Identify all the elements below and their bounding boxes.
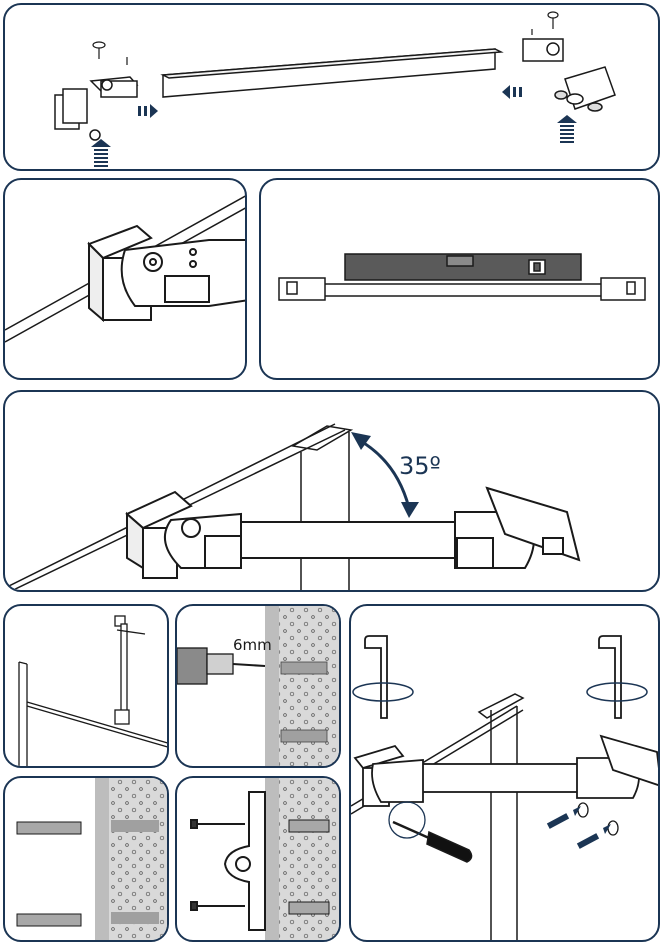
glass-clamp (125, 490, 193, 579)
tile-layer (265, 778, 279, 940)
screw-icon (190, 819, 245, 911)
arrowhead-icon (351, 432, 371, 450)
detail-circle (388, 801, 426, 839)
rotation-arrow-icon (352, 682, 648, 702)
drill-size-label: 6mm (233, 636, 272, 654)
arrowhead-icon (401, 502, 419, 518)
stabilizer-tube (160, 48, 504, 98)
glass-panel (351, 693, 525, 940)
spirit-level-illustration (278, 253, 646, 301)
angle-label: 35º (399, 452, 441, 480)
arrow-up-icon (91, 139, 111, 169)
arrow-icon (546, 806, 611, 849)
panel-bracket-mounting (175, 776, 341, 942)
wall-plugs-illustration (16, 778, 167, 940)
installed-overview-illustration (18, 615, 167, 766)
tightening-illustration (351, 635, 658, 940)
bracket-mounting-illustration (190, 778, 339, 940)
glass-enclosure (18, 661, 167, 766)
drilling-illustration (177, 606, 339, 766)
stabilizer-bar (353, 734, 658, 807)
tile-layer (95, 778, 109, 940)
panel-spirit-level (259, 178, 660, 380)
drill-holes (280, 661, 328, 743)
stabilizer-bar-vertical (114, 615, 146, 725)
panel-installed-overview (3, 604, 169, 768)
stabilizer-bar (278, 277, 646, 301)
wall-bracket-right (522, 38, 616, 112)
exploded-assembly-illustration (54, 11, 616, 169)
clamp-connector (120, 239, 245, 307)
screw-right (531, 11, 559, 35)
screw-left (92, 41, 128, 65)
arrow-right-icon (138, 104, 158, 118)
stabilizer-bar (163, 486, 581, 569)
panel-drilling: 6mm (175, 604, 341, 768)
panel-exploded-assembly (3, 3, 660, 171)
panel-wall-plugs (3, 776, 169, 942)
wall-plug-icon (16, 821, 82, 927)
arrow-left-icon (502, 85, 522, 99)
hex-key-icon (364, 635, 622, 719)
panel-tightening (349, 604, 660, 942)
glass-clamp-left (54, 76, 139, 141)
tile-layer (265, 606, 279, 766)
panel-clamp-detail (3, 178, 247, 380)
arrow-up-icon (557, 115, 577, 145)
wall-bracket (223, 791, 266, 931)
wall-plug-icon (288, 819, 330, 915)
angle-arc-arrow (358, 438, 411, 509)
drill-icon (177, 647, 266, 685)
cap-icon (577, 802, 619, 836)
drill-holes (111, 820, 159, 924)
clamp-detail-illustration (5, 195, 245, 343)
panel-angle-adjust: 35º (3, 390, 660, 592)
angle-adjust-illustration (5, 423, 581, 590)
screwdriver-icon (392, 820, 473, 863)
spirit-level (344, 253, 582, 281)
